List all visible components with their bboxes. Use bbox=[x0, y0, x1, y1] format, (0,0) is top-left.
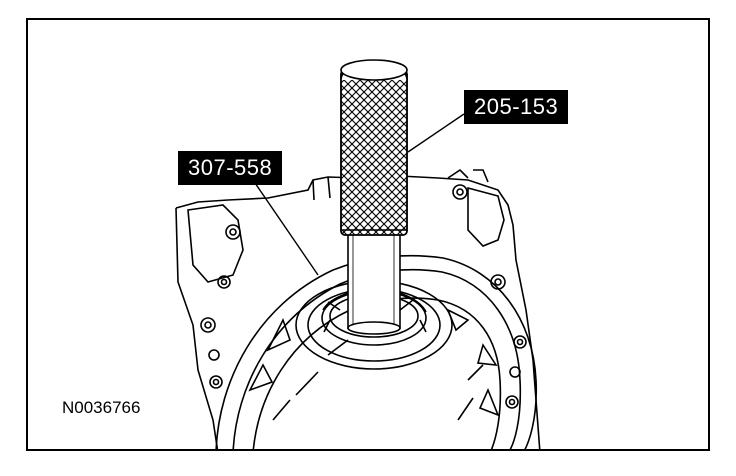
handle-205-153 bbox=[340, 69, 408, 236]
leader-205-153 bbox=[407, 113, 465, 153]
callout-tool-307-558: 307-558 bbox=[178, 151, 283, 185]
seal-installer-307-558 bbox=[347, 229, 401, 329]
leader-307-558 bbox=[252, 179, 319, 276]
callout-tool-205-153: 205-153 bbox=[464, 90, 569, 124]
case-housing bbox=[175, 175, 541, 449]
figure-id: N0036766 bbox=[62, 398, 141, 417]
figure-frame: 205-153 307-558 N0036766 bbox=[26, 18, 710, 451]
transmission-illustration bbox=[175, 59, 541, 449]
